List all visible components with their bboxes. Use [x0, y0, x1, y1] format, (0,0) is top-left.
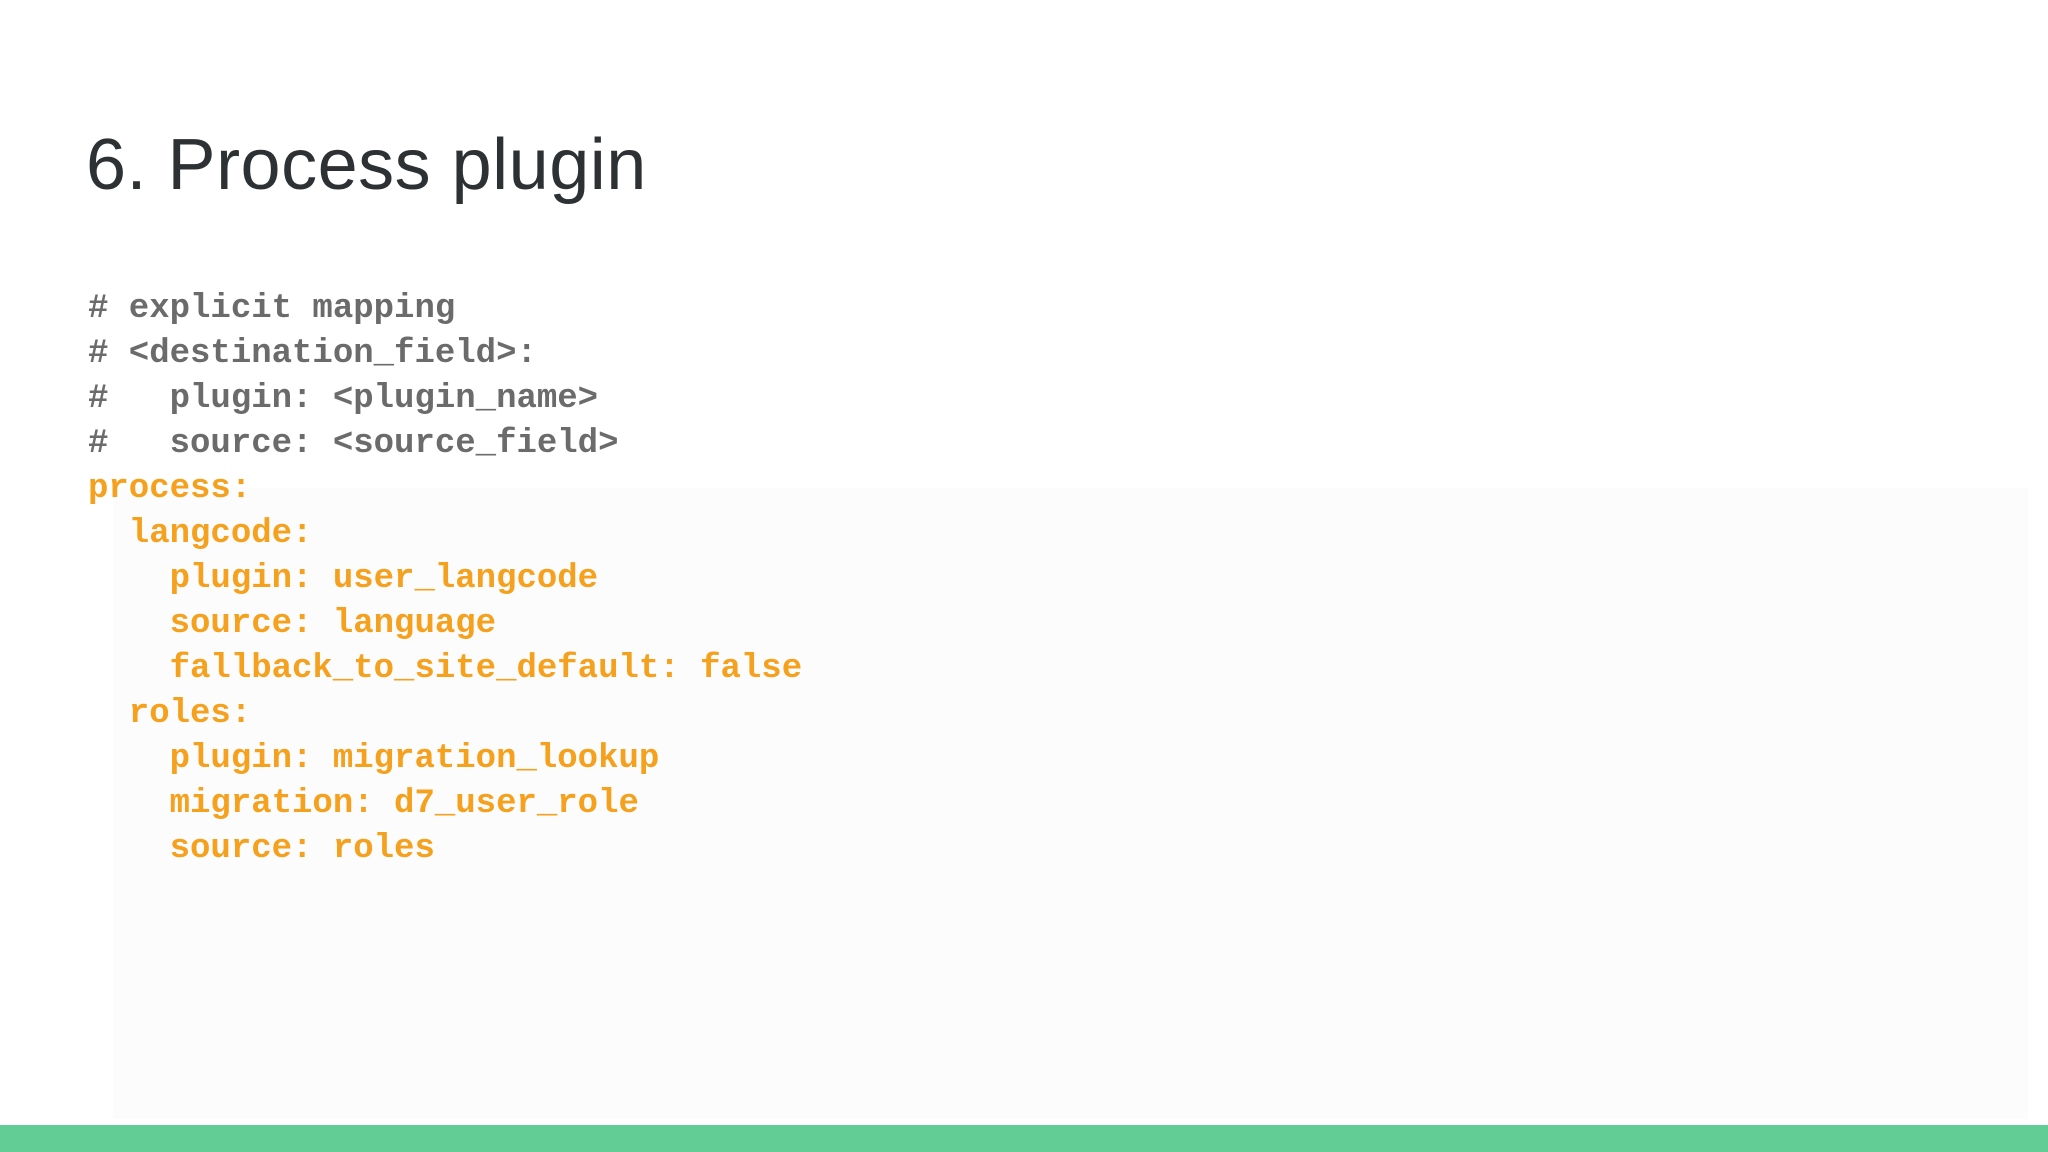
code-line-yaml: source: language	[88, 605, 497, 643]
code-line-yaml: langcode:	[88, 515, 313, 553]
yaml-code-block: # explicit mapping # <destination_field>:…	[88, 287, 802, 872]
code-line-yaml: plugin: migration_lookup	[88, 740, 660, 778]
code-line-yaml: plugin: user_langcode	[88, 560, 599, 598]
code-line-yaml: migration: d7_user_role	[88, 785, 639, 823]
footer-accent-bar	[0, 1125, 2048, 1152]
code-line-yaml: process:	[88, 470, 252, 508]
background-panel	[113, 488, 2028, 1119]
code-line-yaml: source: roles	[88, 830, 435, 868]
code-line-comment: # source: <source_field>	[88, 425, 619, 463]
code-line-comment: # explicit mapping	[88, 290, 456, 328]
code-line-comment: # <destination_field>:	[88, 335, 537, 373]
slide-title: 6. Process plugin	[86, 125, 647, 205]
code-line-yaml: fallback_to_site_default: false	[88, 650, 803, 688]
code-line-comment: # plugin: <plugin_name>	[88, 380, 599, 418]
code-line-yaml: roles:	[88, 695, 252, 733]
